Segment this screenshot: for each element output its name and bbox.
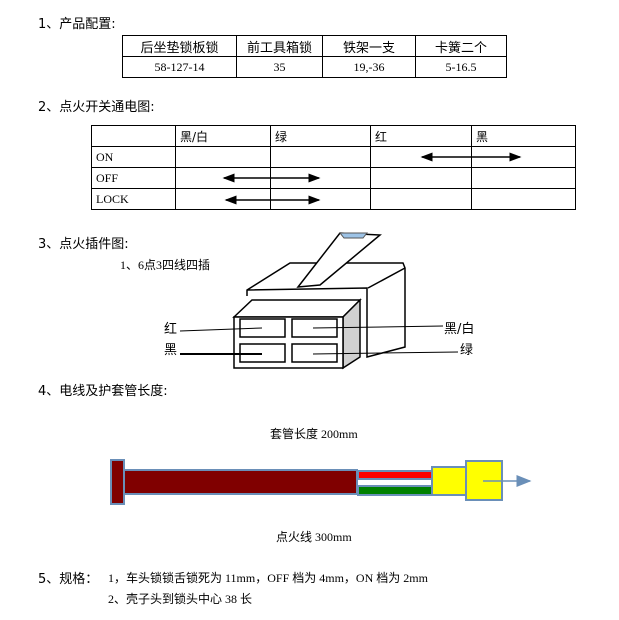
section-3-heading: 3、点火插件图:: [38, 237, 129, 252]
section-1-heading: 1、产品配置:: [38, 17, 116, 32]
label-black: 黑: [164, 343, 178, 358]
value-cell: 35: [236, 56, 323, 78]
spec-item: 1，车头锁锁舌锁死为 11mm，OFF 档为 4mm，ON 档为 2mm: [108, 571, 428, 585]
value-cell: 5-16.5: [415, 56, 507, 78]
section-2-heading: 2、点火开关通电图:: [38, 100, 155, 115]
value-cell: 58-127-14: [122, 56, 237, 78]
wire-diagram: [110, 459, 532, 505]
red-wire: [357, 470, 433, 480]
config-table: 后坐垫锁板锁 前工具箱锁 铁架一支 卡簧二个 58-127-14 35 19,-…: [122, 35, 507, 78]
header-cell: 后坐垫锁板锁: [122, 35, 237, 57]
section-4-heading: 4、电线及护套管长度:: [38, 384, 168, 399]
table-row: LOCK: [91, 188, 576, 210]
connector-subtitle: 1、6点3四线四插: [120, 258, 211, 272]
sleeve-end-cap: [110, 459, 125, 505]
header-cell: 铁架一支: [322, 35, 416, 57]
sleeve-length-label: 套管长度 200mm: [270, 427, 358, 441]
connector-drawing: [179, 232, 459, 370]
table-row: 58-127-14 35 19,-36 5-16.5: [122, 56, 507, 78]
row-label: OFF: [91, 167, 176, 189]
table-row: 黑/白 绿 红 黑: [91, 125, 576, 147]
label-red: 红: [164, 322, 178, 337]
label-green: 绿: [460, 343, 474, 358]
label-black-white: 黑/白: [444, 322, 475, 337]
wire-length-label: 点火线 300mm: [276, 530, 352, 544]
table-row: 后坐垫锁板锁 前工具箱锁 铁架一支 卡簧二个: [122, 35, 507, 57]
green-wire: [357, 485, 433, 496]
section-5-heading: 5、规格：: [38, 572, 99, 587]
sleeve: [123, 469, 358, 495]
connector-plug: [431, 466, 467, 496]
header-cell: 前工具箱锁: [236, 35, 323, 57]
spec-item: 2、壳子头到锁头中心 38 长: [108, 592, 253, 606]
